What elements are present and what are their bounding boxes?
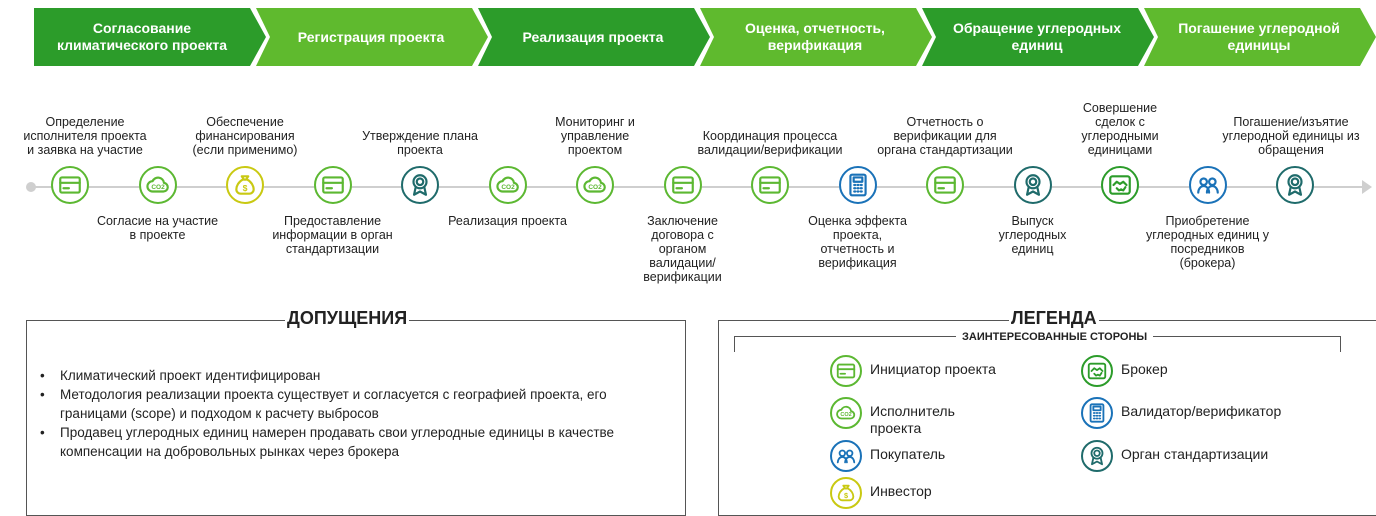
certificate-icon [1081, 440, 1113, 472]
co2-cloud-icon: CO2 [138, 166, 177, 204]
stage-label: Обращение углеродных единиц [953, 20, 1121, 53]
step-label: Определение исполнителя проекта и заявка… [23, 115, 147, 157]
assumption-item: Методология реализации проекта существуе… [36, 385, 676, 423]
svg-text:$: $ [844, 491, 848, 500]
legend-item-label: Исполнитель проекта [870, 403, 955, 436]
legend-item-label: Валидатор/верификатор [1121, 403, 1282, 419]
stage-chevron: Обращение углеродных единиц [922, 8, 1154, 66]
legend-item-label: Покупатель [870, 446, 946, 462]
assumption-item: Продавец углеродных единиц намерен прода… [36, 423, 676, 461]
certificate-icon [1276, 166, 1314, 204]
step-label: Погашение/изъятие углеродной единицы из … [1222, 115, 1360, 157]
svg-text:CO2: CO2 [501, 184, 515, 191]
people-icon [830, 440, 862, 472]
calculator-icon [838, 166, 877, 204]
step-label: Координация процесса валидации/верификац… [697, 129, 843, 157]
svg-text:$: $ [243, 183, 248, 193]
step-label: Совершение сделок с углеродными единицам… [1081, 101, 1159, 157]
card-icon [663, 166, 702, 204]
stage-label: Погашение углеродной единицы [1178, 20, 1340, 53]
legend-box [718, 320, 1376, 516]
svg-text:CO2: CO2 [151, 184, 165, 191]
certificate-icon [1013, 166, 1052, 204]
step-label: Приобретение углеродных единиц у посредн… [1145, 214, 1270, 270]
step-label: Согласие на участие в проекте [96, 214, 219, 242]
stage-label: Согласование климатического проекта [56, 20, 228, 53]
step-label: Оценка эффекта проекта, отчетность и вер… [808, 214, 907, 270]
money-bag-icon: $ [830, 477, 862, 509]
stage-chevron-bar: Согласование климатического проекта Реги… [34, 8, 1376, 66]
assumptions-list: Климатический проект идентифицирован Мет… [36, 366, 676, 461]
stage-chevron: Регистрация проекта [256, 8, 488, 66]
money-bag-icon: $ [226, 166, 264, 204]
legend-item-label: Инвестор [870, 483, 932, 499]
step-label: Выпуск углеродных единиц [998, 214, 1067, 256]
stage-chevron: Реализация проекта [478, 8, 710, 66]
assumption-item: Климатический проект идентифицирован [36, 366, 676, 385]
svg-text:CO2: CO2 [840, 412, 851, 418]
handshake-icon [1101, 166, 1139, 204]
stage-chevron: Погашение углеродной единицы [1144, 8, 1376, 66]
co2-cloud-icon: CO2 [830, 397, 862, 429]
handshake-icon [1081, 355, 1113, 387]
stage-label: Оценка, отчетность, верификация [745, 20, 885, 53]
step-label: Предоставление информации в орган станда… [272, 214, 393, 256]
step-label: Обеспечение финансирования (если примени… [192, 115, 298, 157]
timeline-arrowhead [1362, 180, 1372, 194]
stage-chevron: Оценка, отчетность, верификация [700, 8, 932, 66]
people-icon [1188, 166, 1227, 204]
legend-item-label: Инициатор проекта [870, 361, 996, 377]
card-icon [51, 166, 89, 204]
legend-subtitle: ЗАИНТЕРЕСОВАННЫЕ СТОРОНЫ [956, 331, 1154, 343]
card-icon [313, 166, 352, 204]
stage-chevron: Согласование климатического проекта [34, 8, 266, 66]
assumptions-title: ДОПУЩЕНИЯ [285, 308, 410, 329]
co2-cloud-icon: CO2 [488, 166, 527, 204]
card-icon [751, 166, 789, 204]
legend-title: ЛЕГЕНДА [1009, 308, 1099, 329]
co2-cloud-icon: CO2 [576, 166, 614, 204]
step-label: Мониторинг и управление проектом [555, 115, 635, 157]
stage-label: Регистрация проекта [297, 28, 445, 45]
step-label: Реализация проекта [448, 214, 567, 228]
certificate-icon [401, 166, 439, 204]
card-icon [830, 355, 862, 387]
card-icon [926, 166, 964, 204]
stage-label: Реализация проекта [522, 28, 664, 45]
legend-item-label: Брокер [1121, 361, 1168, 377]
svg-text:CO2: CO2 [588, 184, 602, 191]
calculator-icon [1081, 397, 1113, 429]
step-label: Заключение договора с органом валидации/… [643, 214, 722, 284]
step-label: Утверждение плана проекта [362, 129, 478, 157]
legend-item-label: Орган стандартизации [1121, 446, 1269, 462]
step-label: Отчетность о верификации для органа стан… [877, 115, 1013, 157]
